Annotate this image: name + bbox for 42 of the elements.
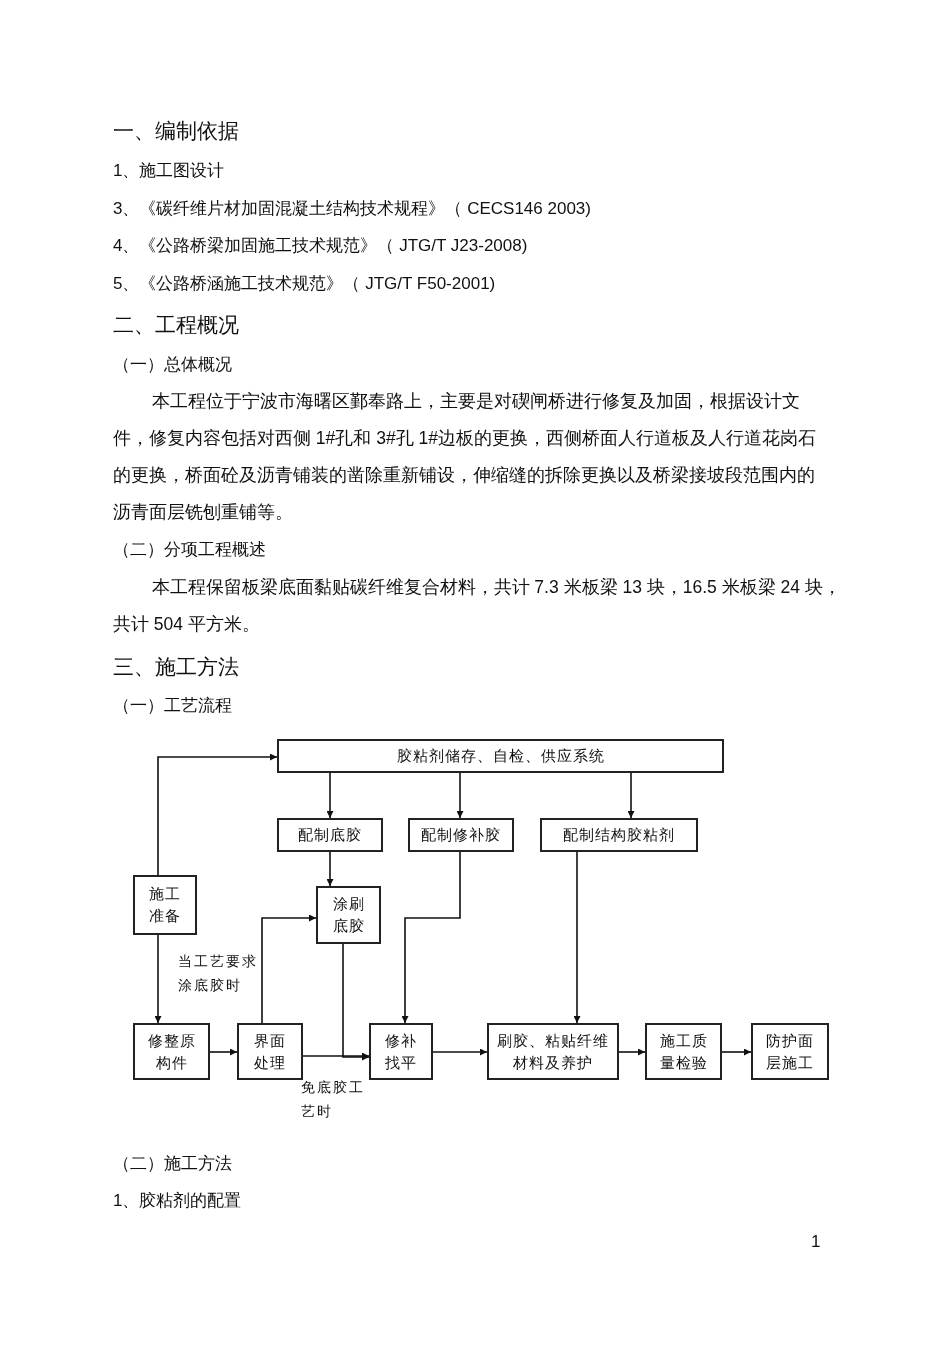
arrow: [432, 1048, 488, 1056]
process-box: 刷胶、粘贴纤维材料及养护: [487, 1023, 619, 1080]
process-box: 配制结构胶粘剂: [540, 818, 698, 852]
arrow: [573, 851, 581, 1024]
process-box: 配制底胶: [277, 818, 383, 852]
process-box: 配制修补胶: [408, 818, 514, 852]
paragraph: 本工程保留板梁底面黏贴碳纤维复合材料，共计 7.3 米板梁 13 块，16.5 米板梁 24 块，共计 504 平方米。: [113, 576, 842, 636]
arrow: [627, 772, 635, 819]
text-line: 3、《碳纤维片材加固混凝土结构技术规程》（ CECS146 2003): [113, 198, 592, 220]
arrow: [456, 772, 464, 819]
text-line: （二）分项工程概述: [113, 539, 267, 561]
section-heading: 三、施工方法: [113, 654, 240, 680]
text-line: （二）施工方法: [113, 1153, 233, 1175]
text-line: 4、《公路桥梁加固施工技术规范》（ JTG/T J23-2008): [113, 235, 529, 257]
arrow: [721, 1048, 752, 1056]
process-box: 防护面层施工: [751, 1023, 829, 1080]
process-box: 涂刷底胶: [316, 886, 381, 944]
section-heading: 二、工程概况: [113, 312, 240, 338]
text-line: 1、施工图设计: [113, 160, 226, 182]
arrow: [326, 851, 334, 887]
process-box: 施工准备: [133, 875, 197, 935]
process-box: 胶粘剂储存、自检、供应系统: [277, 739, 724, 773]
section-heading: 一、编制依据: [113, 118, 240, 144]
process-box: 施工质量检验: [645, 1023, 722, 1080]
arrow: [302, 1052, 370, 1060]
page-number: 1: [811, 1231, 822, 1253]
arrow: [209, 1048, 238, 1056]
process-box: 界面处理: [237, 1023, 303, 1080]
arrow: [157, 753, 278, 876]
arrow: [401, 851, 461, 1024]
arrow: [342, 943, 370, 1061]
paragraph: 本工程位于宁波市海曙区鄞奉路上，主要是对碶闸桥进行修复及加固，根据设计文件，修复内容包括对西侧 1#孔和 3#孔 1#边板的更换，西侧桥面人行道板及人行道花岗石的更换，桥面砼及沥青铺装的凿除重新铺设，伸缩缝的拆除更换以及桥梁接坡段范围内的沥青面层铣刨重铺等。: [113, 390, 817, 524]
text-line: 5、《公路桥涵施工技术规范》（ JTG/T F50-2001): [113, 273, 497, 295]
arrow: [261, 914, 317, 1024]
text-line: 1、胶粘剂的配置: [113, 1190, 243, 1212]
process-box: 修整原构件: [133, 1023, 210, 1080]
arrow: [618, 1048, 646, 1056]
text-line: （一）总体概况: [113, 354, 233, 376]
arrow: [326, 772, 334, 819]
text-line: （一）工艺流程: [113, 695, 233, 717]
process-box: 修补找平: [369, 1023, 433, 1080]
arrow: [154, 934, 162, 1024]
